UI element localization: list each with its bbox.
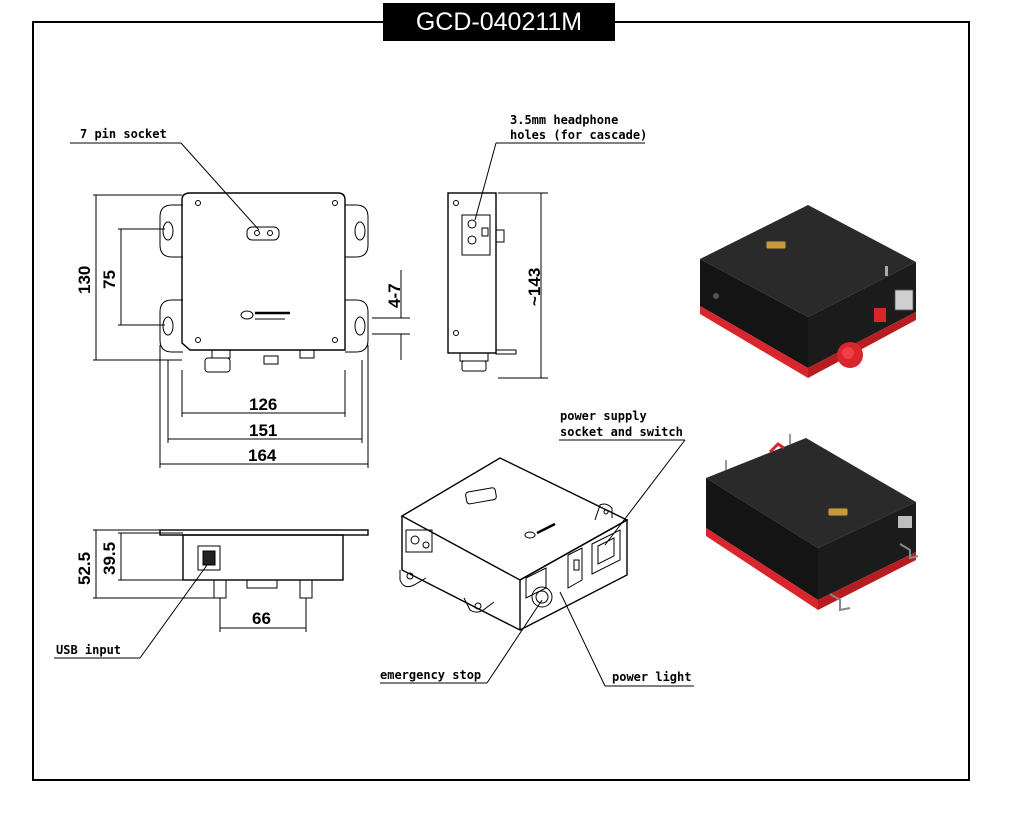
side-view-outline	[447, 192, 517, 372]
top-view-outline	[159, 192, 369, 373]
power-light-label: power light	[612, 670, 692, 684]
dimension-66: 66	[252, 609, 271, 628]
dimension-126: 126	[249, 395, 278, 414]
model-title: GCD-040211M	[383, 3, 615, 41]
dimension-4-7: 4-7	[385, 283, 404, 308]
isometric-view-outline	[399, 457, 629, 632]
dimension-75: 75	[100, 270, 119, 289]
usb-input-label: USB input	[56, 643, 122, 657]
seven-pin-socket-label: 7 pin socket	[80, 127, 167, 141]
dimension-143: ~143	[525, 267, 544, 306]
dimension-39-5: 39.5	[100, 541, 119, 575]
front-view-outline	[159, 529, 369, 599]
dimension-52-5: 52.5	[75, 551, 94, 585]
emergency-stop-label: emergency stop	[380, 668, 482, 682]
dimension-151: 151	[249, 421, 278, 440]
dimension-164: 164	[248, 446, 277, 465]
headphone-label-line1: 3.5mm headphone	[510, 113, 619, 127]
product-photo-back	[706, 434, 919, 612]
power-supply-label-line2: socket and switch	[560, 425, 683, 439]
product-photo-front	[700, 205, 916, 378]
power-supply-label-line1: power supply	[560, 409, 647, 423]
headphone-label-line2: holes (for cascade)	[510, 128, 648, 142]
dimension-130: 130	[75, 265, 94, 294]
